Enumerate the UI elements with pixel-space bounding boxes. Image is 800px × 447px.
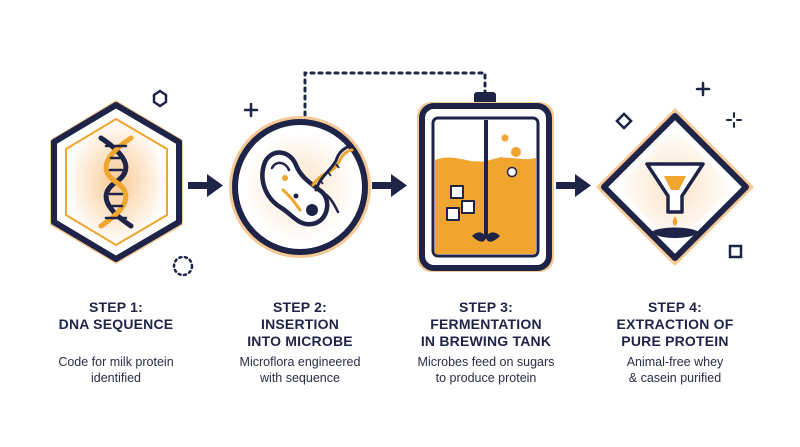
decor-dotted-circle-icon xyxy=(172,255,194,277)
decor-plus-icon-2 xyxy=(695,81,711,97)
arrow-1 xyxy=(188,174,223,197)
step-1-description: Code for milk protein identified xyxy=(58,355,174,385)
arrow-2 xyxy=(372,174,407,197)
decor-square-icon xyxy=(728,244,743,259)
step-4-title: STEP 4: EXTRACTION OF PURE PROTEIN xyxy=(616,299,734,349)
decor-hexagon-icon xyxy=(152,89,168,108)
step-3-title: STEP 3: FERMENTATION IN BREWING TANK xyxy=(420,299,552,349)
brewing-tank-icon xyxy=(435,120,536,254)
microbe-icon xyxy=(260,150,340,227)
step-4-icon xyxy=(596,108,754,266)
dna-strand-icon xyxy=(311,144,354,192)
sugar-cubes xyxy=(446,185,475,221)
step-2-title: STEP 2: INSERTION INTO MICROBE xyxy=(247,299,353,349)
dna-helix-icon xyxy=(98,135,134,229)
dotted-connector xyxy=(303,71,487,117)
decor-sparkle-icon xyxy=(726,112,742,128)
step-1-icon xyxy=(50,100,183,264)
step-1-title: STEP 1: DNA SEQUENCE xyxy=(58,299,174,332)
decor-plus-icon xyxy=(243,102,259,118)
step-3-description: Microbes feed on sugars to produce prote… xyxy=(417,355,555,385)
step-4-description: Animal-free whey & casein purified xyxy=(626,355,724,385)
arrow-3 xyxy=(556,174,591,197)
step-3-icon xyxy=(417,92,554,272)
funnel-icon xyxy=(645,162,705,238)
step-2-icon xyxy=(229,116,371,258)
decor-diamond-icon xyxy=(615,112,633,130)
step-2-description: Microflora engineered with sequence xyxy=(239,355,361,385)
